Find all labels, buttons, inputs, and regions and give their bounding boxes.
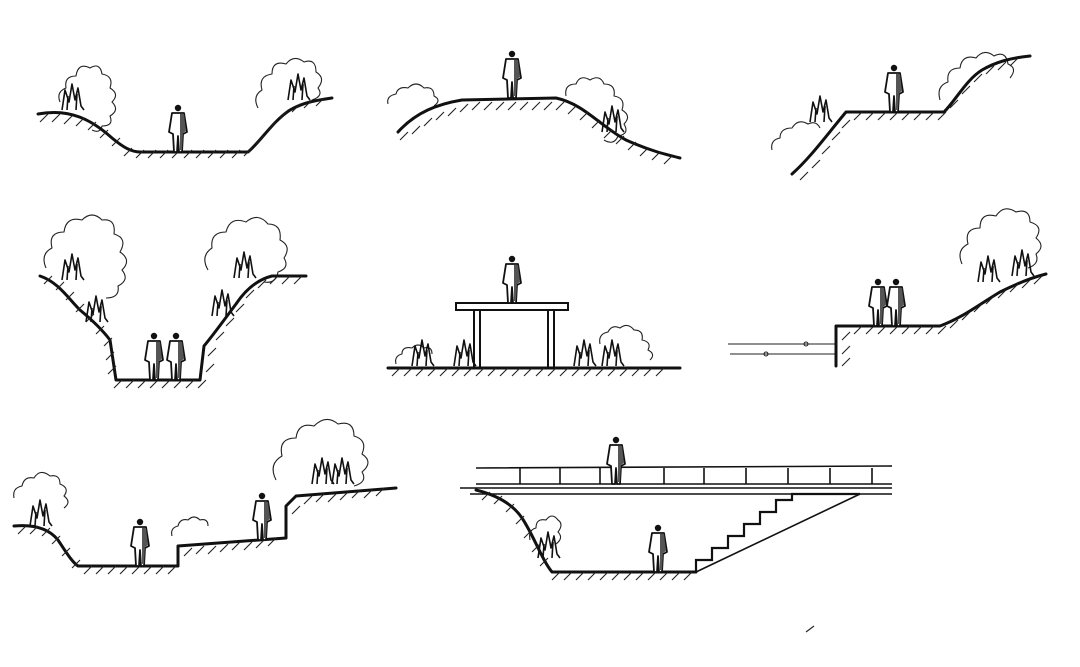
boardwalk-vegetation-right [599, 324, 654, 361]
sunken-shrub [61, 253, 85, 281]
boardwalk-shrub [573, 339, 597, 367]
mound-tree-left [387, 83, 439, 107]
valley-person [168, 103, 188, 153]
boardwalk-person [502, 254, 522, 304]
terraces-person [130, 517, 150, 567]
terraces-shrub [311, 457, 335, 485]
slope-shrub [809, 95, 833, 123]
terraces-tree-right [272, 418, 369, 487]
bridge-person-upper [606, 435, 626, 485]
boardwalk-shrub [601, 339, 625, 367]
stray-pen-mark [805, 625, 815, 633]
sunken-tree-left [43, 214, 128, 299]
terraces-tree-mid [171, 516, 209, 537]
terraces-shrub [331, 457, 355, 485]
mound-person [502, 49, 522, 99]
waterside-person [868, 277, 888, 327]
terraced-slope-section [771, 51, 1032, 181]
mound-section [387, 49, 682, 165]
valley-section [36, 57, 334, 159]
waterside-ground-hatch [841, 275, 1043, 367]
boardwalk-deck [455, 302, 569, 311]
waterside-shrub [977, 255, 1001, 283]
waterside-ground-line [834, 272, 1048, 368]
bridge-handrail [475, 465, 893, 485]
waterside-person [886, 277, 906, 327]
sunken-shrub [233, 251, 257, 279]
waterside-tree [959, 208, 1042, 269]
bridge-balusters [519, 468, 873, 484]
sunken-tree-right [204, 216, 288, 283]
bridge-stair-underside [695, 493, 861, 573]
slope-tree-left [771, 121, 821, 151]
bridge-pit-ground-hatch [481, 491, 693, 581]
terraces-tree-left [13, 471, 69, 509]
bridge-pit-section [460, 435, 893, 581]
valley-shrub [287, 73, 311, 101]
terraces-shrub [29, 499, 53, 527]
valley-tree-right [255, 57, 323, 109]
boardwalk-shrub [411, 339, 435, 367]
slope-ground-line [790, 54, 1032, 176]
sunken-person [144, 331, 164, 381]
slope-tree-right [938, 51, 1015, 101]
valley-ground-hatch [39, 97, 325, 159]
boardwalk-ground-hatch [391, 367, 665, 377]
mound-tree-right [565, 77, 629, 143]
waterside-shrub [1011, 249, 1035, 277]
terraces-person [252, 491, 272, 541]
mound-ground-hatch [399, 101, 673, 165]
waterside-water-lines [728, 341, 836, 357]
slope-ground-hatch [799, 57, 1019, 181]
terraces-ground-line [12, 486, 398, 568]
bridge-pit-vegetation [529, 515, 562, 545]
waterside-platform-section [728, 208, 1048, 368]
sunken-garden-section [38, 214, 308, 389]
mound-ground-line [396, 96, 682, 160]
slope-person [884, 63, 904, 113]
boardwalk-shrub [453, 339, 477, 367]
stepped-terraces-section [12, 418, 398, 575]
valley-ground-line [36, 96, 334, 154]
sunken-ground-line [38, 274, 308, 382]
sunken-person [166, 331, 186, 381]
bridge-stair-profile [694, 492, 860, 572]
raised-boardwalk-section [386, 254, 682, 377]
bridge-person-lower [648, 523, 668, 573]
terraces-ground-hatch [17, 487, 385, 575]
valley-tree-left [58, 65, 117, 132]
sunken-ground-hatch [43, 275, 303, 389]
boardwalk-posts [473, 310, 555, 368]
